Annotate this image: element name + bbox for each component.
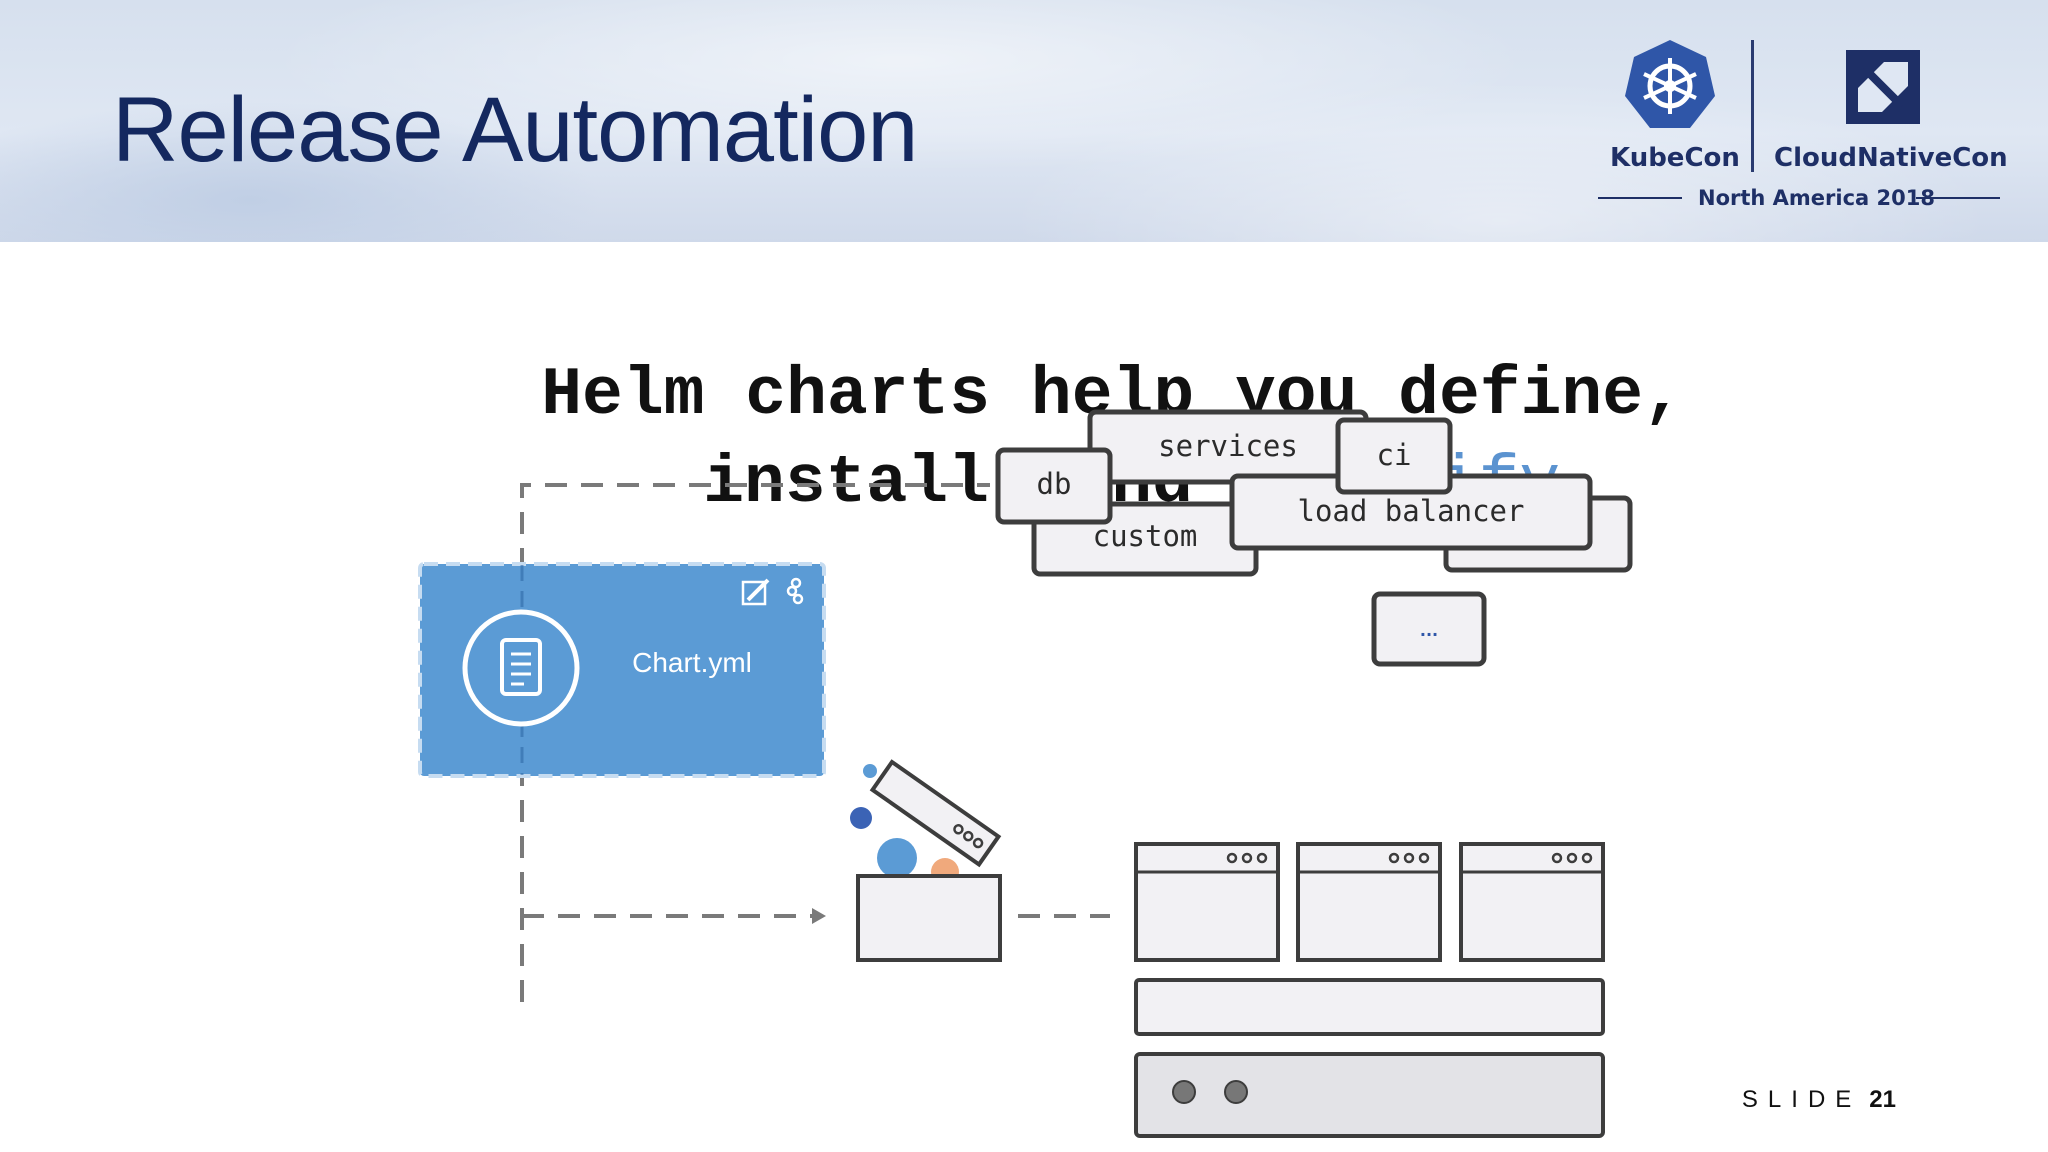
- edit-icon[interactable]: [741, 578, 770, 606]
- subtitle-line-1: Helm charts help you define,: [378, 280, 1684, 511]
- component-box-load-balancer: load balancer: [1229, 473, 1593, 551]
- slide-title: Release Automation: [112, 79, 918, 181]
- kubecon-logo-icon: [1625, 40, 1715, 128]
- component-box-ci: ci: [1335, 417, 1453, 495]
- server-window-3: [1459, 842, 1605, 962]
- server-shelf: [1134, 978, 1605, 1036]
- chart-card-label: Chart.yml: [632, 647, 752, 678]
- component-label-ci: ci: [1377, 438, 1412, 472]
- component-label-db: db: [1037, 467, 1072, 501]
- event-name: North America 2018: [1698, 186, 1935, 210]
- subtitle-line-1-text: Helm charts help you define,: [541, 357, 1684, 434]
- slide-number-value: 21: [1869, 1086, 1896, 1113]
- server-window-1: [1134, 842, 1280, 962]
- component-label-custom: custom: [1093, 519, 1198, 553]
- component-box-services: services: [1087, 409, 1369, 485]
- logo-divider: [1751, 40, 1754, 172]
- event-rule-right: [1916, 197, 2000, 199]
- kubecon-logo-text: KubeCon: [1610, 143, 1740, 173]
- slide-header: Release Automation KubeCon CloudNativeCo…: [0, 0, 2048, 242]
- component-box-db: db: [995, 447, 1113, 525]
- chart-card[interactable]: Chart.yml: [418, 562, 826, 778]
- package-icon: [850, 759, 1002, 962]
- event-rule-left: [1598, 197, 1682, 199]
- cloudnativecon-logo-text: CloudNativeCon: [1774, 143, 2008, 173]
- component-label-more: ...: [1420, 621, 1438, 640]
- slide-number-label: SLIDE: [1741, 1086, 1862, 1113]
- connector-chart-to-components: [520, 483, 990, 1002]
- component-label-services: services: [1158, 429, 1298, 463]
- server-window-2: [1296, 842, 1442, 962]
- arrowhead-icon: [812, 908, 826, 924]
- component-box-more: ...: [1371, 591, 1487, 667]
- document-icon: [462, 609, 580, 727]
- slide-number: SLIDE 21: [1742, 1086, 1896, 1114]
- cloudnativecon-logo-icon: [1846, 50, 1920, 124]
- component-label-load-balancer: load balancer: [1298, 494, 1525, 528]
- share-icon[interactable]: [786, 577, 804, 605]
- server-base: [1134, 1052, 1605, 1138]
